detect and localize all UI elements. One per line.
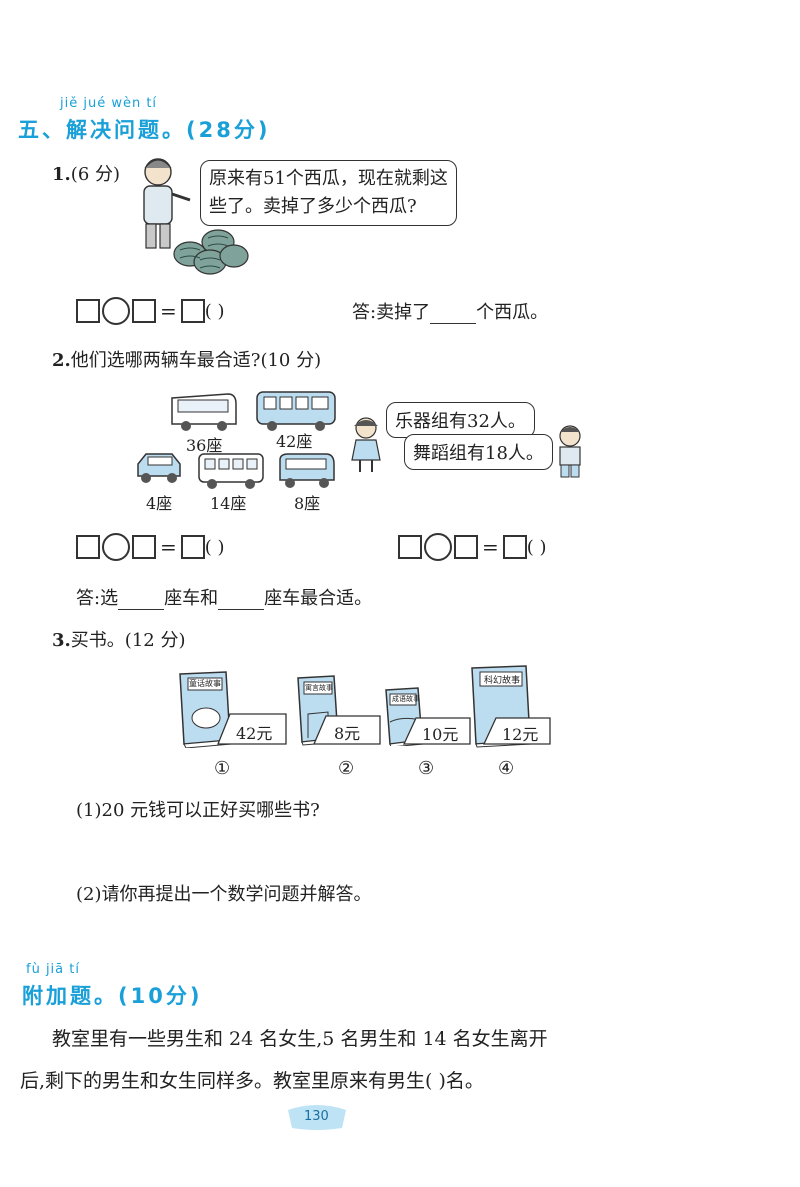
q1-bubble-line1: 原来有51个西瓜，现在就剩这 xyxy=(209,168,448,189)
equals-sign: = xyxy=(482,535,499,559)
book-title-4: 科幻故事 xyxy=(484,676,521,686)
section-title: 五、解决问题。(28分) xyxy=(18,118,271,142)
book-price-1: 42元 xyxy=(236,724,273,743)
book-title-3: 成语故事 xyxy=(392,695,420,703)
vehicle-label-4: 4座 xyxy=(146,494,173,513)
operator-circle[interactable] xyxy=(424,533,452,561)
book-title-1: 童话故事 xyxy=(189,679,221,688)
q3-sub1: (1)20 元钱可以正好买哪些书? xyxy=(76,800,320,821)
bonus-line2: 后,剩下的男生和女生同样多。教室里原来有男生( )名。 xyxy=(20,1070,484,1092)
book-index-2: ② xyxy=(338,758,355,779)
answer-box[interactable] xyxy=(132,535,156,559)
unit-paren: ( ) xyxy=(526,536,547,558)
q2-header: 2.他们选哪两辆车最合适?(10 分) xyxy=(52,346,321,372)
book-price-2: 8元 xyxy=(334,724,361,743)
q1-number: 1. xyxy=(52,164,71,185)
price-tag-3 xyxy=(402,717,471,745)
equals-sign: = xyxy=(160,535,177,559)
book-price-3: 10元 xyxy=(422,725,459,744)
van-8-icon xyxy=(279,453,335,488)
q2-equation-right: = ( ) xyxy=(398,533,547,561)
vehicle-label-8: 8座 xyxy=(294,494,321,513)
q2-answer-c: 座车最合适。 xyxy=(264,588,373,609)
bonus-line1: 教室里有一些男生和 24 名女生,5 名男生和 14 名女生离开 xyxy=(52,1028,548,1050)
answer-blank[interactable] xyxy=(118,591,165,610)
q3-header: 3.买书。(12 分) xyxy=(52,626,185,652)
answer-box[interactable] xyxy=(398,535,422,559)
answer-blank[interactable] xyxy=(218,591,265,610)
q2-text: 他们选哪两辆车最合适?(10 分) xyxy=(70,350,322,371)
answer-blank[interactable] xyxy=(430,305,477,324)
equals-sign: = xyxy=(160,299,177,323)
q1-score: (6 分) xyxy=(70,164,121,185)
answer-box[interactable] xyxy=(454,535,478,559)
q2-answer-b: 座车和 xyxy=(164,588,219,609)
bus-42-icon xyxy=(256,391,336,431)
vendor-with-watermelons-illustration xyxy=(143,158,249,275)
price-tag-4 xyxy=(482,717,551,745)
vehicle-label-42: 42座 xyxy=(276,432,313,451)
vehicle-label-36: 36座 xyxy=(186,436,223,455)
q3-text: 买书。(12 分) xyxy=(70,630,186,651)
q2-answer-a: 答:选 xyxy=(76,588,119,609)
book-index-4: ④ xyxy=(498,758,515,779)
q3-sub2: (2)请你再提出一个数学问题并解答。 xyxy=(76,884,372,905)
q2-number: 2. xyxy=(52,350,71,371)
unit-paren: ( ) xyxy=(204,300,225,322)
bus-36-icon xyxy=(171,393,237,431)
book-index-1: ① xyxy=(214,758,231,779)
q1-answer-suffix: 个西瓜。 xyxy=(476,302,549,323)
q1-equation: = ( ) xyxy=(76,297,225,325)
q1-header: 1.(6 分) xyxy=(52,160,120,186)
answer-box[interactable] xyxy=(180,299,205,323)
book-price-4: 12元 xyxy=(502,725,539,744)
answer-box[interactable] xyxy=(76,535,100,559)
page-number: 130 xyxy=(304,1109,329,1124)
q1-speech-bubble: 原来有51个西瓜，现在就剩这 些了。卖掉了多少个西瓜? xyxy=(200,160,457,226)
price-tag-2 xyxy=(313,715,381,745)
bonus-title: 附加题。(10分) xyxy=(22,984,203,1008)
book-title-2: 寓言故事 xyxy=(305,684,333,692)
q3-number: 3. xyxy=(52,630,71,651)
q1-answer-prefix: 答:卖掉了 xyxy=(352,302,431,323)
answer-box[interactable] xyxy=(180,535,205,559)
q2-bubble-dance-group: 舞蹈组有18人。 xyxy=(404,434,553,470)
q2-equation-left: = ( ) xyxy=(76,533,225,561)
section-pinyin: jiě jué wèn tí xyxy=(60,96,158,111)
answer-box[interactable] xyxy=(502,535,527,559)
bonus-pinyin: fù jiā tí xyxy=(26,962,80,977)
boy-icon xyxy=(559,425,581,478)
girl-icon xyxy=(351,417,381,472)
price-tag-1 xyxy=(217,713,287,745)
bus-14-icon xyxy=(198,453,264,489)
car-4-icon xyxy=(137,453,181,483)
operator-circle[interactable] xyxy=(102,297,130,325)
q1-bubble-line2: 些了。卖掉了多少个西瓜? xyxy=(209,196,417,217)
unit-paren: ( ) xyxy=(204,536,225,558)
page-number-badge xyxy=(288,1105,346,1130)
q2-answer: 答:选 座车和 座车最合适。 xyxy=(76,584,372,610)
answer-box[interactable] xyxy=(132,299,156,323)
operator-circle[interactable] xyxy=(102,533,130,561)
answer-box[interactable] xyxy=(76,299,100,323)
q2-bubble-music-group: 乐器组有32人。 xyxy=(386,402,535,438)
vehicle-label-14: 14座 xyxy=(210,494,247,513)
q1-answer: 答:卖掉了 个西瓜。 xyxy=(352,298,548,324)
book-index-3: ③ xyxy=(418,758,435,779)
